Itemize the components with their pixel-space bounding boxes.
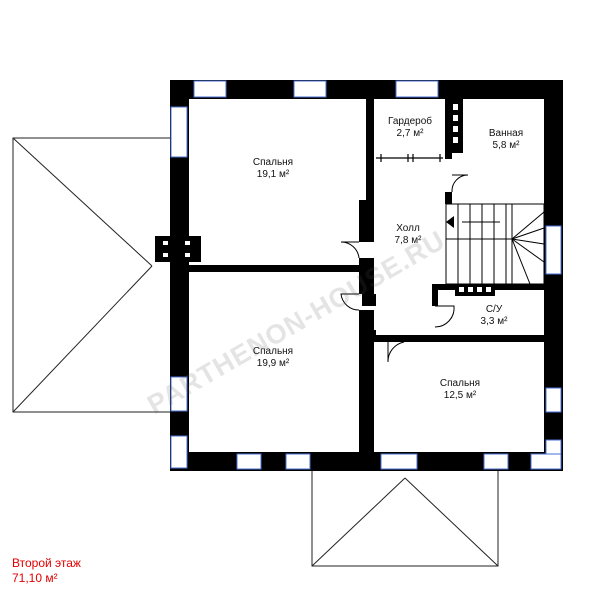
room-area: 3,3 м² [480,316,508,327]
exterior-walls [155,80,563,471]
stair-direction-arrow [446,216,454,228]
room-name: Гардероб [388,116,432,127]
windows [170,80,562,470]
room-label-bedroom-3: Спальня 12,5 м² [425,378,495,402]
room-name: Холл [396,223,420,234]
vent-shaft [449,99,463,153]
floor-caption: Второй этаж 71,10 м² [12,556,81,586]
wc-vent [455,284,495,296]
left-roof [12,137,174,413]
wardrobe-door [376,154,443,162]
floor-name: Второй этаж [12,556,81,570]
room-label-bedroom-1: Спальня 19,1 м² [238,157,308,181]
room-area: 5,8 м² [492,140,520,151]
vent-blocks [163,241,190,257]
room-label-wc: С/У 3,3 м² [468,304,520,328]
room-label-bathroom: Ванная 5,8 м² [474,128,538,152]
staircase [445,203,545,285]
room-name: Спальня [439,378,481,389]
room-area: 19,9 м² [256,358,290,369]
bottom-canopy [311,469,499,567]
room-name: Спальня [252,346,294,357]
room-label-hall: Холл 7,8 м² [383,223,433,247]
floor-total-area: 71,10 м² [12,571,58,585]
room-area: 19,1 м² [256,169,290,180]
room-area: 7,8 м² [394,235,422,246]
room-name: С/У [485,304,503,315]
room-area: 2,7 м² [396,128,424,139]
room-label-wardrobe: Гардероб 2,7 м² [376,116,444,140]
room-name: Ванная [488,128,524,139]
room-area: 12,5 м² [443,390,477,401]
doors [340,174,469,363]
room-label-bedroom-2: Спальня 19,9 м² [238,346,308,370]
room-name: Спальня [252,157,294,168]
